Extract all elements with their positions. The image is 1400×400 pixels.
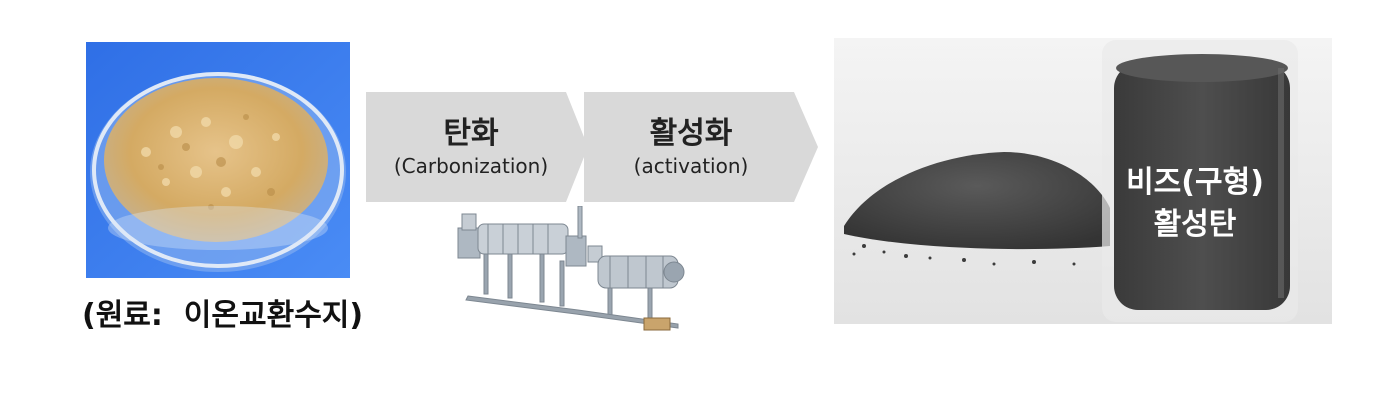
chevron-arrow-shape	[366, 92, 588, 202]
step-subtitle: (Carbonization)	[393, 154, 549, 178]
raw-material-photo	[86, 42, 350, 278]
rotary-kiln-machine-image	[457, 206, 685, 331]
step-title: 탄화	[443, 116, 499, 151]
step-subtitle: (activation)	[633, 154, 749, 178]
step-title: 활성화	[649, 116, 733, 151]
product-label: 비즈(구형) 활성탄	[1110, 162, 1280, 246]
chevron-arrow-shape	[584, 92, 818, 202]
raw-material-caption: (원료: 이온교환수지)	[82, 298, 364, 333]
process-step-carbonization: 탄화 (Carbonization)	[366, 92, 588, 202]
product-label-line1: 비즈(구형)	[1126, 165, 1264, 200]
activated-carbon-beads-photo	[834, 38, 1332, 324]
process-step-activation: 활성화 (activation)	[584, 92, 818, 202]
product-label-line2: 활성탄	[1153, 207, 1237, 242]
